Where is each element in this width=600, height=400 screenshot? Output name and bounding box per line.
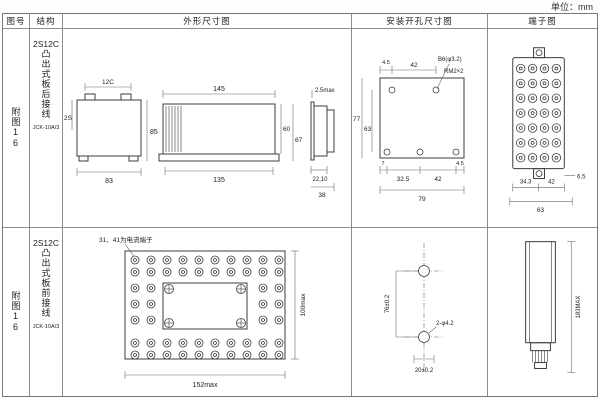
- header-terminal-label: 端子图: [528, 16, 557, 26]
- terminal-drawing-row2: 183MAX: [525, 241, 582, 373]
- mounting-drawing-cell-row1: 4.5 42 B6(φ3.2) RM2×2 77 63 7 3: [352, 29, 488, 228]
- side-view-drawing: 2.5max 22,10 38: [310, 88, 335, 199]
- dim-label: 85: [150, 129, 158, 136]
- dim-label: 83: [105, 178, 113, 185]
- dim-label: 38: [318, 192, 326, 199]
- terminal-block-drawing: 6.5 34.3 42 63: [509, 47, 586, 214]
- model-row2: 2S12C: [33, 238, 59, 248]
- dim-label: 2.5max: [315, 88, 335, 94]
- hole-callout: B6(φ3.2): [438, 57, 462, 63]
- structure-text-row1: 凸出式板后接线: [40, 49, 51, 119]
- dim-label: 20±0.2: [415, 368, 434, 374]
- dim-label: 2S: [64, 115, 73, 122]
- header-outline-col: 外形尺寸图: [63, 14, 352, 29]
- dim-label: 6.5: [577, 175, 586, 181]
- thread-callout: RM2×2: [444, 69, 464, 75]
- structure-cell-row2: 2S12C 凸出式板前接线 JCK-10A/3: [30, 228, 63, 396]
- dim-label: 42: [434, 176, 442, 183]
- header-figure-col: 图号: [3, 14, 30, 29]
- terminal-drawing-row1: 6.5 34.3 42 63: [509, 47, 586, 214]
- dim-label: 63: [537, 207, 545, 214]
- mounting-drawing-cell-row2: 76±0.2 2-φ4.2 20±0.2: [352, 228, 488, 396]
- header-mounting-col: 安装开孔尺寸图: [352, 14, 488, 29]
- header-outline-label: 外形尺寸图: [183, 16, 231, 26]
- dim-label: 77: [353, 116, 361, 123]
- current-terminal-note: 31、41为电流端子: [99, 235, 153, 244]
- dim-label: 152max: [193, 382, 218, 389]
- dim-label: 76±0.2: [385, 294, 391, 313]
- figure-number-row2: 附图16: [10, 291, 21, 333]
- rear-view-drawing: 12C 2S 83 85: [64, 79, 158, 185]
- terminal-drawing-cell-row1: 6.5 34.3 42 63: [488, 29, 597, 228]
- dim-label: 63: [364, 126, 372, 133]
- model-row1: 2S12C: [33, 39, 59, 49]
- hole-callout: 2-φ4.2: [436, 321, 454, 327]
- figure-number-cell-row1: 附图16: [3, 29, 30, 228]
- dim-label: 32.5: [397, 176, 410, 183]
- unit-label: 单位：mm: [551, 2, 593, 12]
- dim-label: 4.5: [382, 60, 390, 66]
- figure-number-row1: 附图16: [10, 107, 21, 149]
- outline-drawing-row2: 31、41为电流端子: [99, 235, 307, 389]
- front-wiring-plate-drawing: 31、41为电流端子: [99, 235, 307, 389]
- dim-label: 4.5: [456, 161, 464, 167]
- dim-label: 12C: [102, 79, 114, 86]
- dim-label: 183MAX: [576, 296, 582, 319]
- dim-label: 42: [410, 62, 418, 69]
- header-terminal-col: 端子图: [488, 14, 597, 29]
- outline-drawing-cell-row2: 31、41为电流端子: [63, 228, 352, 396]
- relay-type-row2: JCK-10A/3: [32, 324, 60, 330]
- dim-label: 67: [295, 137, 303, 144]
- dim-label: 60: [283, 126, 291, 133]
- dim-label: 7: [381, 161, 384, 167]
- header-structure-label: 结构: [36, 16, 56, 26]
- mounting-drawing-row1: 4.5 42 B6(φ3.2) RM2×2 77 63 7 3: [353, 57, 465, 203]
- header-structure-col: 结构: [30, 14, 63, 29]
- mounting-drawing-row2: 76±0.2 2-φ4.2 20±0.2: [385, 243, 454, 374]
- dim-label: 34.3: [520, 179, 532, 185]
- header-figure-label: 图号: [6, 16, 26, 26]
- structure-cell-row1: 2S12C 凸出式板后接线 JCK-10A/3: [30, 29, 63, 228]
- outline-drawing-cell-row1: 12C 2S 83 85: [63, 29, 352, 228]
- dim-label: 42: [548, 179, 555, 185]
- dim-label: 145: [213, 86, 225, 93]
- figure-number-cell-row2: 附图16: [3, 228, 30, 396]
- panel-cutout-drawing: 4.5 42 B6(φ3.2) RM2×2 77 63 7 3: [353, 57, 465, 203]
- front-view-drawing: 145 135 60 67: [158, 86, 303, 184]
- relay-side-profile-drawing: 183MAX: [525, 241, 582, 373]
- dim-label: 22,10: [312, 177, 328, 183]
- terminal-drawing-cell-row2: 183MAX: [488, 228, 597, 396]
- dim-label: 100max: [300, 293, 307, 317]
- structure-text-row2: 凸出式板前接线: [40, 248, 51, 318]
- dim-label: 135: [213, 177, 225, 184]
- dimension-table: 图号 结构 外形尺寸图 安装开孔尺寸图 端子图 附图16 2S12C 凸出式板后…: [2, 13, 598, 397]
- drill-holes-drawing: 76±0.2 2-φ4.2 20±0.2: [385, 243, 454, 374]
- relay-type-row1: JCK-10A/3: [32, 125, 60, 131]
- dim-label: 79: [418, 196, 426, 203]
- outline-drawing-row1: 12C 2S 83 85: [64, 79, 335, 199]
- header-mounting-label: 安装开孔尺寸图: [386, 16, 453, 26]
